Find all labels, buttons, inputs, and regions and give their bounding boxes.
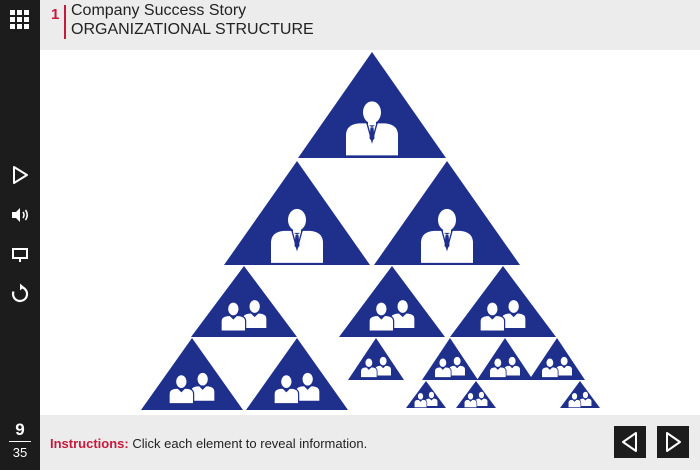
arrow-right-icon — [666, 432, 681, 452]
org-node-executive-1[interactable] — [298, 52, 446, 158]
instructions: Instructions: Click each element to reve… — [50, 436, 367, 451]
org-node-sub-team-12[interactable] — [529, 338, 585, 380]
arrow-left-icon — [622, 432, 637, 452]
page-divider — [9, 441, 31, 442]
play-button[interactable] — [8, 163, 32, 187]
org-triangle — [450, 266, 556, 337]
captions-button[interactable] — [8, 242, 32, 266]
prev-button[interactable] — [614, 426, 646, 458]
slide-stage — [40, 50, 700, 415]
org-node-sub-team-11[interactable] — [477, 338, 533, 380]
footer: Instructions: Click each element to reve… — [40, 415, 700, 470]
page-current: 9 — [15, 420, 25, 439]
org-triangle — [141, 338, 243, 410]
org-node-manager-2[interactable] — [224, 161, 370, 265]
org-node-team-7[interactable] — [141, 338, 243, 410]
org-node-sub-team-15[interactable] — [560, 381, 600, 408]
next-button[interactable] — [657, 426, 689, 458]
org-node-sub-team-14[interactable] — [456, 381, 496, 408]
org-node-sub-team-9[interactable] — [348, 338, 404, 380]
org-node-sub-team-10[interactable] — [422, 338, 478, 380]
header-divider — [64, 5, 66, 39]
instructions-label: Instructions: — [50, 436, 129, 451]
replay-button[interactable] — [8, 282, 32, 306]
grid-menu-icon[interactable] — [10, 10, 29, 29]
volume-icon — [12, 208, 29, 222]
course-title: Company Success Story — [71, 2, 247, 19]
org-triangle — [339, 266, 445, 337]
org-node-team-5[interactable] — [339, 266, 445, 337]
replay-icon — [11, 283, 29, 303]
play-icon — [13, 166, 28, 184]
page-total: 35 — [12, 445, 28, 460]
page-counter: 9 35 — [0, 420, 40, 461]
org-triangle — [191, 266, 297, 337]
slide-number: 1 — [51, 6, 60, 23]
org-pyramid — [141, 52, 600, 410]
instructions-text: Click each element to reveal information… — [132, 436, 368, 451]
org-node-team-4[interactable] — [191, 266, 297, 337]
volume-button[interactable] — [8, 203, 32, 227]
org-node-manager-3[interactable] — [374, 161, 520, 265]
org-triangle — [246, 338, 348, 410]
org-node-team-6[interactable] — [450, 266, 556, 337]
org-node-team-8[interactable] — [246, 338, 348, 410]
captions-icon — [12, 248, 28, 262]
org-node-sub-team-13[interactable] — [406, 381, 446, 408]
page-title: ORGANIZATIONAL STRUCTURE — [71, 21, 314, 38]
header: 1 Company Success Story ORGANIZATIONAL S… — [40, 0, 700, 50]
sidebar: 9 35 — [0, 0, 40, 470]
